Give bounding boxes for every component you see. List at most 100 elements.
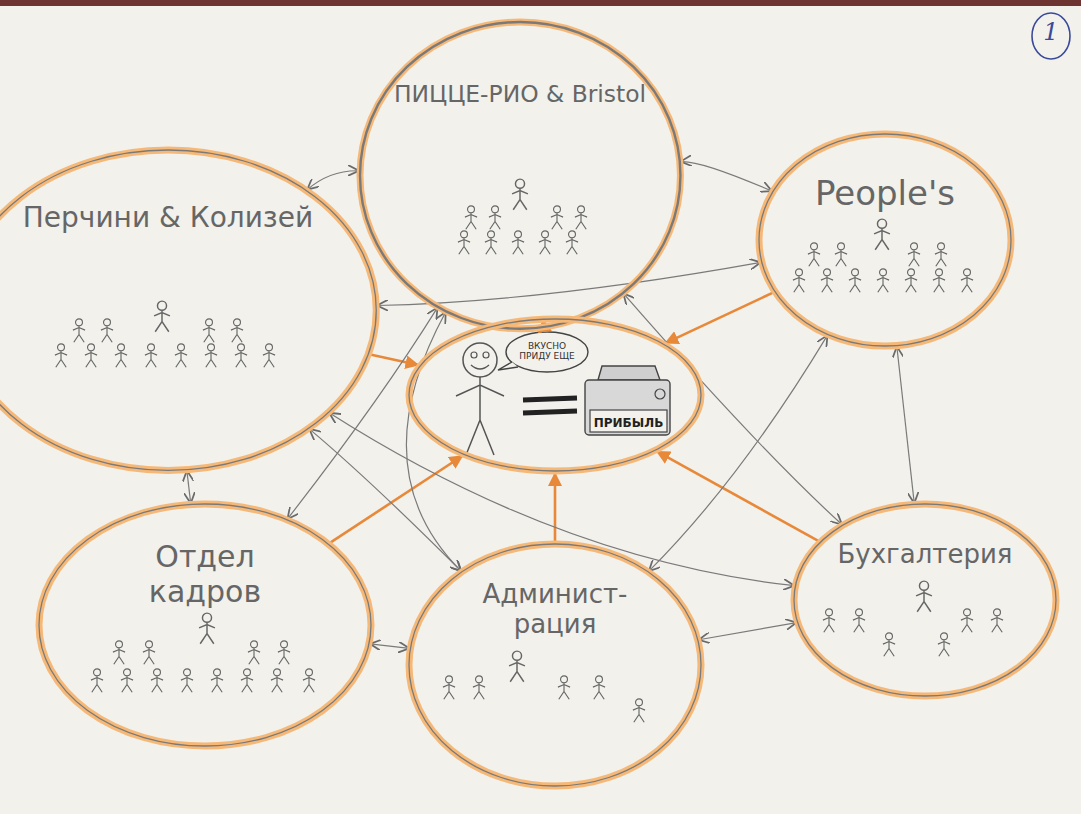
node-outline <box>405 315 705 475</box>
text-slot: Перчини & Колизей <box>15 202 320 234</box>
orange-outline <box>0 150 376 470</box>
stick-figure <box>961 269 973 292</box>
pencil-outline <box>794 504 1056 696</box>
smiley-mouth <box>471 365 489 369</box>
link-arrow <box>699 623 797 640</box>
orange-outline <box>360 22 680 329</box>
stick-figure <box>278 641 290 664</box>
text-slot: Отдел кадров <box>103 540 307 609</box>
smiley-eye <box>471 352 477 358</box>
stick-figure <box>835 243 847 266</box>
link-arrow <box>377 262 761 305</box>
stick-figure <box>121 669 133 692</box>
orange-outline <box>409 544 701 786</box>
text-slot: ПРИБЫЛЬ <box>590 412 667 431</box>
orange-outline <box>39 504 371 746</box>
circle-node: ПИЦЦЕ-РИО & Bristol <box>356 18 684 333</box>
circle-node: ВКУСНО ПРИДУ ЕЩЕ ПРИБЫЛЬ <box>405 315 705 475</box>
circle-node: Бухгалтерия <box>790 500 1060 700</box>
stick-figure <box>566 231 578 254</box>
table-edge <box>0 0 1081 6</box>
smiley-eye <box>483 352 489 358</box>
smiley-head <box>463 343 497 377</box>
node-text: ПРИБЫЛЬ <box>594 417 664 431</box>
stick-figure <box>101 319 113 342</box>
stick-figure <box>485 231 497 254</box>
stick-figure <box>874 219 890 250</box>
node-outline <box>755 130 1015 350</box>
stick-figure <box>241 669 253 692</box>
stick-figure <box>143 641 155 664</box>
stick-figure <box>935 243 947 266</box>
stick-figure <box>145 344 157 367</box>
stick-figure <box>938 633 950 656</box>
node-title: Отдел кадров <box>103 540 307 609</box>
pencil-outline <box>39 504 371 746</box>
node-title: Перчини & Колизей <box>23 202 313 234</box>
stick-figure <box>821 269 833 292</box>
node-outline <box>790 500 1060 700</box>
node-outline <box>35 500 375 750</box>
register-drawer <box>590 410 667 432</box>
profit-arrow <box>329 455 463 543</box>
stick-figure <box>154 301 170 332</box>
register-button <box>655 389 665 399</box>
profit-arrow <box>554 472 557 543</box>
stick-figure <box>203 319 215 342</box>
stick-figure <box>235 344 247 367</box>
node-outline <box>0 146 380 474</box>
pencil-outline <box>409 319 701 471</box>
stick-figure <box>55 344 67 367</box>
link-arrow <box>649 335 828 571</box>
stick-figure <box>248 641 260 664</box>
pencil-outline <box>759 134 1011 346</box>
pencil-outline <box>0 150 376 470</box>
register-top <box>598 366 660 380</box>
customer-illustration <box>456 332 670 455</box>
label-slot: 1 <box>1036 19 1066 47</box>
stick-figure <box>199 613 215 644</box>
node-outline <box>405 540 705 790</box>
customer-body <box>456 377 504 455</box>
stick-figure <box>211 669 223 692</box>
stick-figure <box>465 206 477 229</box>
stick-figure <box>793 269 805 292</box>
page-number: 1 <box>1043 19 1058 47</box>
speech-bubble-tail <box>498 362 518 370</box>
stick-figure <box>73 319 85 342</box>
stick-figure <box>458 231 470 254</box>
link-arrow <box>681 162 772 192</box>
stick-figure <box>551 206 563 229</box>
link-arrow <box>307 171 359 190</box>
stick-figure <box>905 269 917 292</box>
stick-figure <box>113 641 125 664</box>
stick-figure <box>539 231 551 254</box>
orange-outline <box>759 134 1011 346</box>
stick-figure <box>849 269 861 292</box>
equals-sign <box>523 398 577 413</box>
profit-arrow <box>656 451 820 542</box>
node-title: Бухгалтерия <box>837 540 1012 570</box>
stick-figure <box>916 581 932 612</box>
node-title: ПИЦЦЕ-РИО & Bristol <box>394 81 646 108</box>
stick-figure <box>271 669 283 692</box>
page-number-ring <box>1032 13 1070 59</box>
pencil-outline <box>409 544 701 786</box>
stick-figure <box>883 633 895 656</box>
stick-figure <box>205 344 217 367</box>
stick-figure <box>961 609 973 632</box>
stick-figure <box>443 676 455 699</box>
stick-figure <box>512 231 524 254</box>
pencil-outline <box>360 22 680 329</box>
staff-figures <box>55 179 1003 722</box>
stick-figure <box>877 269 889 292</box>
node-title: People's <box>815 174 955 213</box>
stick-figure <box>991 609 1003 632</box>
stick-figure <box>303 669 315 692</box>
node-title: ВКУСНО ПРИДУ ЕЩЕ <box>513 341 581 362</box>
link-arrow <box>897 347 914 504</box>
stick-figure <box>85 344 97 367</box>
orange-outline <box>794 504 1056 696</box>
profit-arrow <box>664 292 774 343</box>
